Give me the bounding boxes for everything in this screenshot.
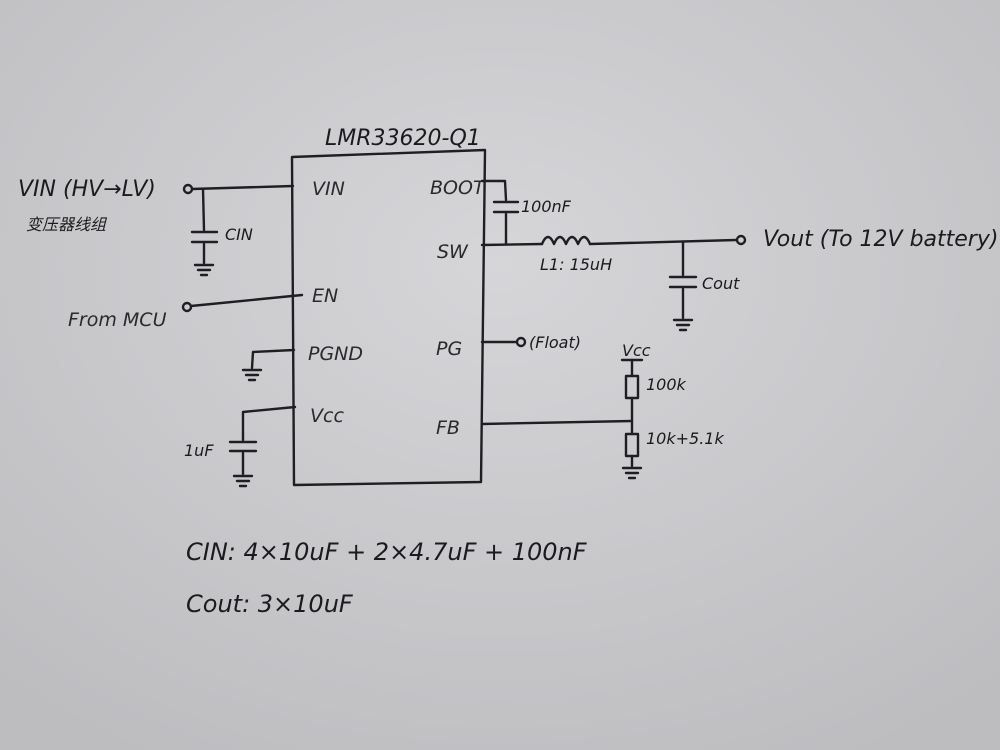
pin-vcc: Vcc <box>310 405 344 427</box>
pin-pg: PG <box>436 338 462 360</box>
vcc-capacitor <box>228 440 258 453</box>
cin-label: CIN <box>225 225 253 244</box>
vin-input-network: VIN (HV→LV) 变压器线组 CIN <box>18 177 295 277</box>
vout-terminal <box>735 234 747 246</box>
vout-wire <box>588 238 738 246</box>
cin-lead-top <box>201 187 206 232</box>
inductor-l1 <box>540 235 592 246</box>
pin-sw: SW <box>437 241 469 263</box>
feedback-divider: Vcc 100k 10k+5.1k <box>480 341 724 480</box>
cin-ground <box>193 263 215 277</box>
pgnd-ground <box>241 368 263 382</box>
pin-boot: BOOT <box>430 177 486 199</box>
vcc-wire <box>241 405 297 442</box>
vin-source-cn-label: 变压器线组 <box>26 215 108 234</box>
cout-capacitor <box>668 275 698 289</box>
fb-wire <box>480 419 634 426</box>
pg-network: (Float) <box>480 333 581 352</box>
cout-ground <box>672 318 694 332</box>
vin-wire <box>190 184 295 191</box>
boot-network: 100nF <box>480 179 572 246</box>
en-input: From MCU <box>68 293 304 331</box>
vin-source-label: VIN (HV→LV) <box>18 177 156 202</box>
from-mcu-label: From MCU <box>68 309 167 331</box>
output-network: L1: 15uH Vout (To 12V battery) Cout <box>480 227 998 332</box>
ic-part-number: LMR33620-Q1 <box>325 126 481 151</box>
pin-pgnd: PGND <box>308 343 363 365</box>
fb-vcc-label: Vcc <box>622 341 651 360</box>
fb-ground <box>621 466 643 480</box>
vout-label: Vout (To 12V battery) <box>763 227 998 252</box>
cin-composition-note: CIN: 4×10uF + 2×4.7uF + 100nF <box>186 538 588 566</box>
sw-wire <box>480 242 544 247</box>
ic-block: LMR33620-Q1 VIN EN PGND Vcc BOOT SW PG F… <box>290 126 487 487</box>
pin-fb: FB <box>436 417 460 439</box>
pg-float-label: (Float) <box>529 333 581 352</box>
boot-wire <box>480 179 508 202</box>
boot-capacitor <box>492 200 520 214</box>
boot-cap-label: 100nF <box>521 197 572 216</box>
pin-vin: VIN <box>312 178 345 200</box>
pgnd-wire <box>250 348 296 370</box>
inductor-label: L1: 15uH <box>540 255 612 274</box>
cout-label: Cout <box>702 274 740 293</box>
pgnd-network <box>241 348 296 382</box>
pin-en: EN <box>312 285 338 307</box>
r-bottom-label: 10k+5.1k <box>646 429 724 448</box>
ic-outline <box>290 148 487 487</box>
vcc-ground <box>232 474 254 488</box>
vcc-cap-label: 1uF <box>184 441 214 460</box>
cout-composition-note: Cout: 3×10uF <box>186 590 354 618</box>
pg-terminal <box>515 336 527 348</box>
cin-capacitor <box>190 230 219 244</box>
r-top-label: 100k <box>646 375 687 394</box>
en-wire <box>189 293 304 308</box>
vcc-decoupling: 1uF <box>184 405 297 488</box>
